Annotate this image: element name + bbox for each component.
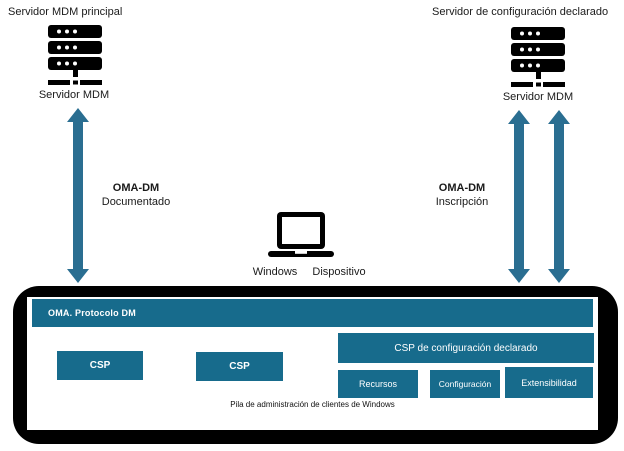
laptop-icon [268, 212, 334, 258]
resources-box: Recursos [338, 370, 418, 398]
oma-dm-protocol-bar: OMA. Protocolo DM [32, 299, 593, 327]
left-server-label: Servidor MDM [38, 89, 110, 101]
client-stack-panel: OMA. Protocolo DM CSP CSP CSP de configu… [27, 297, 598, 430]
left-double-arrow-icon [66, 108, 90, 283]
left-channel-label: OMA-DM Documentado [86, 181, 186, 209]
device-frame: OMA. Protocolo DM CSP CSP CSP de configu… [13, 286, 618, 444]
left-channel-mode: Documentado [101, 196, 171, 208]
client-stack-caption: Pila de administración de clientes de Wi… [230, 400, 395, 409]
csp-box: CSP [196, 352, 283, 381]
right-channel-label: OMA-DM Inscripción [412, 181, 512, 209]
configuration-box: Configuración [430, 370, 500, 398]
right-channel-mode: Inscripción [435, 196, 489, 208]
right-server-title: Servidor de configuración declarado [432, 6, 609, 18]
left-channel-protocol: OMA-DM [112, 182, 160, 194]
device-os-label: Windows [252, 266, 298, 278]
right-double-arrow-icon [507, 110, 531, 283]
right-server-label: Servidor MDM [502, 91, 574, 103]
csp-box: CSP [57, 351, 143, 380]
declared-configuration-csp-box: CSP de configuración declarado [338, 333, 594, 363]
server-icon [511, 27, 565, 89]
right-channel-protocol: OMA-DM [438, 182, 486, 194]
device-type-label: Dispositivo [312, 266, 366, 278]
server-icon [48, 25, 102, 87]
right-double-arrow-icon [547, 110, 571, 283]
extensibility-box: Extensibilidad [505, 367, 593, 398]
left-server-title: Servidor MDM principal [8, 6, 123, 18]
